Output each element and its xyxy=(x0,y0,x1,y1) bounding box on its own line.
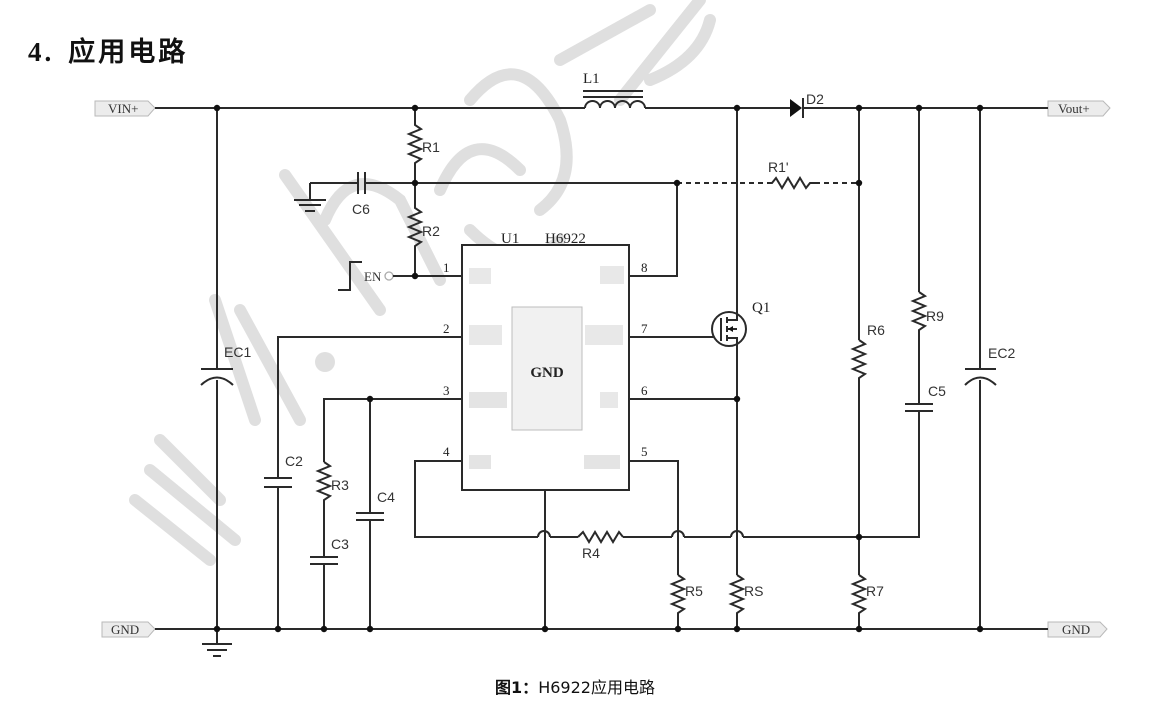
R4-label: R4 xyxy=(582,545,600,561)
section-heading: 4. 应用电路 xyxy=(28,30,188,69)
junction-dots xyxy=(213,104,984,633)
chip-gnd-pad-label: GND xyxy=(530,365,564,381)
C4-label: C4 xyxy=(377,489,395,505)
enable-label: EN xyxy=(364,269,382,284)
R5-label: R5 xyxy=(685,583,703,599)
C5-label: C5 xyxy=(928,383,946,399)
vin-port-label: VIN+ xyxy=(108,101,138,116)
section-number: 4. xyxy=(28,37,55,67)
resistor-R3: R3 xyxy=(315,461,349,557)
D2-label: D2 xyxy=(806,91,824,107)
C2-label: C2 xyxy=(285,453,303,469)
capacitor-C2: C2 xyxy=(264,453,303,488)
gnd-port-left: GND xyxy=(101,621,156,638)
resistor-R1: R1 xyxy=(406,108,440,183)
R7-label: R7 xyxy=(866,583,884,599)
mosfet-Q1: Q1 xyxy=(711,300,770,347)
capacitor-C6: C6 xyxy=(294,172,415,217)
capacitor-EC1: EC1 xyxy=(200,108,251,629)
ground-icon xyxy=(202,629,232,657)
capacitor-C4: C4 xyxy=(356,399,395,629)
capacitor-C5: C5 xyxy=(905,383,946,433)
RS-label: RS xyxy=(744,583,763,599)
inductor-L1: L1 xyxy=(583,71,646,109)
pin-4: 4 xyxy=(443,444,450,459)
chip-part-label: H6922 xyxy=(545,231,586,247)
figure-caption-text: H6922应用电路 xyxy=(538,678,655,697)
resistor-R7: R7 xyxy=(850,574,884,629)
gnd-port-left-label: GND xyxy=(111,622,139,637)
resistor-R2: R2 xyxy=(406,183,440,276)
pin-1: 1 xyxy=(443,260,450,275)
gnd-port-right: GND xyxy=(1047,621,1108,638)
EC1-label: EC1 xyxy=(224,344,251,360)
R9-label: R9 xyxy=(926,308,944,324)
L1-label: L1 xyxy=(583,71,600,87)
vout-port: Vout+ xyxy=(1047,100,1111,117)
chip-U1: GND U1 H6922 1 2 3 4 5 6 7 8 xyxy=(443,231,648,491)
pin-2: 2 xyxy=(443,321,450,336)
enable-input: EN xyxy=(338,261,462,291)
capacitor-EC2: EC2 xyxy=(964,108,1015,629)
R1prime-label: R1' xyxy=(768,159,789,175)
resistor-R6: R6 xyxy=(850,322,885,575)
resistor-R9: R9 xyxy=(910,291,944,403)
R3-label: R3 xyxy=(331,477,349,493)
pin-7: 7 xyxy=(641,321,648,336)
pin-5: 5 xyxy=(641,444,648,459)
pin-6: 6 xyxy=(641,383,648,398)
vin-port: VIN+ xyxy=(94,100,156,117)
watermark xyxy=(129,0,716,566)
R2-label: R2 xyxy=(422,223,440,239)
R1-label: R1 xyxy=(422,139,440,155)
Q1-label: Q1 xyxy=(752,300,770,316)
resistor-R4: R4 xyxy=(577,530,624,561)
resistor-RS: RS xyxy=(728,574,763,629)
vout-port-label: Vout+ xyxy=(1058,101,1090,116)
C3-label: C3 xyxy=(331,536,349,552)
chip-ref-label: U1 xyxy=(501,231,519,247)
resistor-R5: R5 xyxy=(669,574,703,629)
figure-caption-prefix: 图1： xyxy=(495,678,539,697)
figure-caption: 图1：H6922应用电路 xyxy=(0,674,1150,698)
pin-3: 3 xyxy=(443,383,450,398)
R6-label: R6 xyxy=(867,322,885,338)
pin-8: 8 xyxy=(641,260,648,275)
section-title: 应用电路 xyxy=(68,37,189,68)
resistor-R1prime: R1' xyxy=(768,159,815,190)
capacitor-C3: C3 xyxy=(310,536,349,629)
diode-D2: D2 xyxy=(790,91,824,118)
gnd-port-right-label: GND xyxy=(1062,622,1090,637)
EC2-label: EC2 xyxy=(988,345,1015,361)
C6-label: C6 xyxy=(352,201,370,217)
